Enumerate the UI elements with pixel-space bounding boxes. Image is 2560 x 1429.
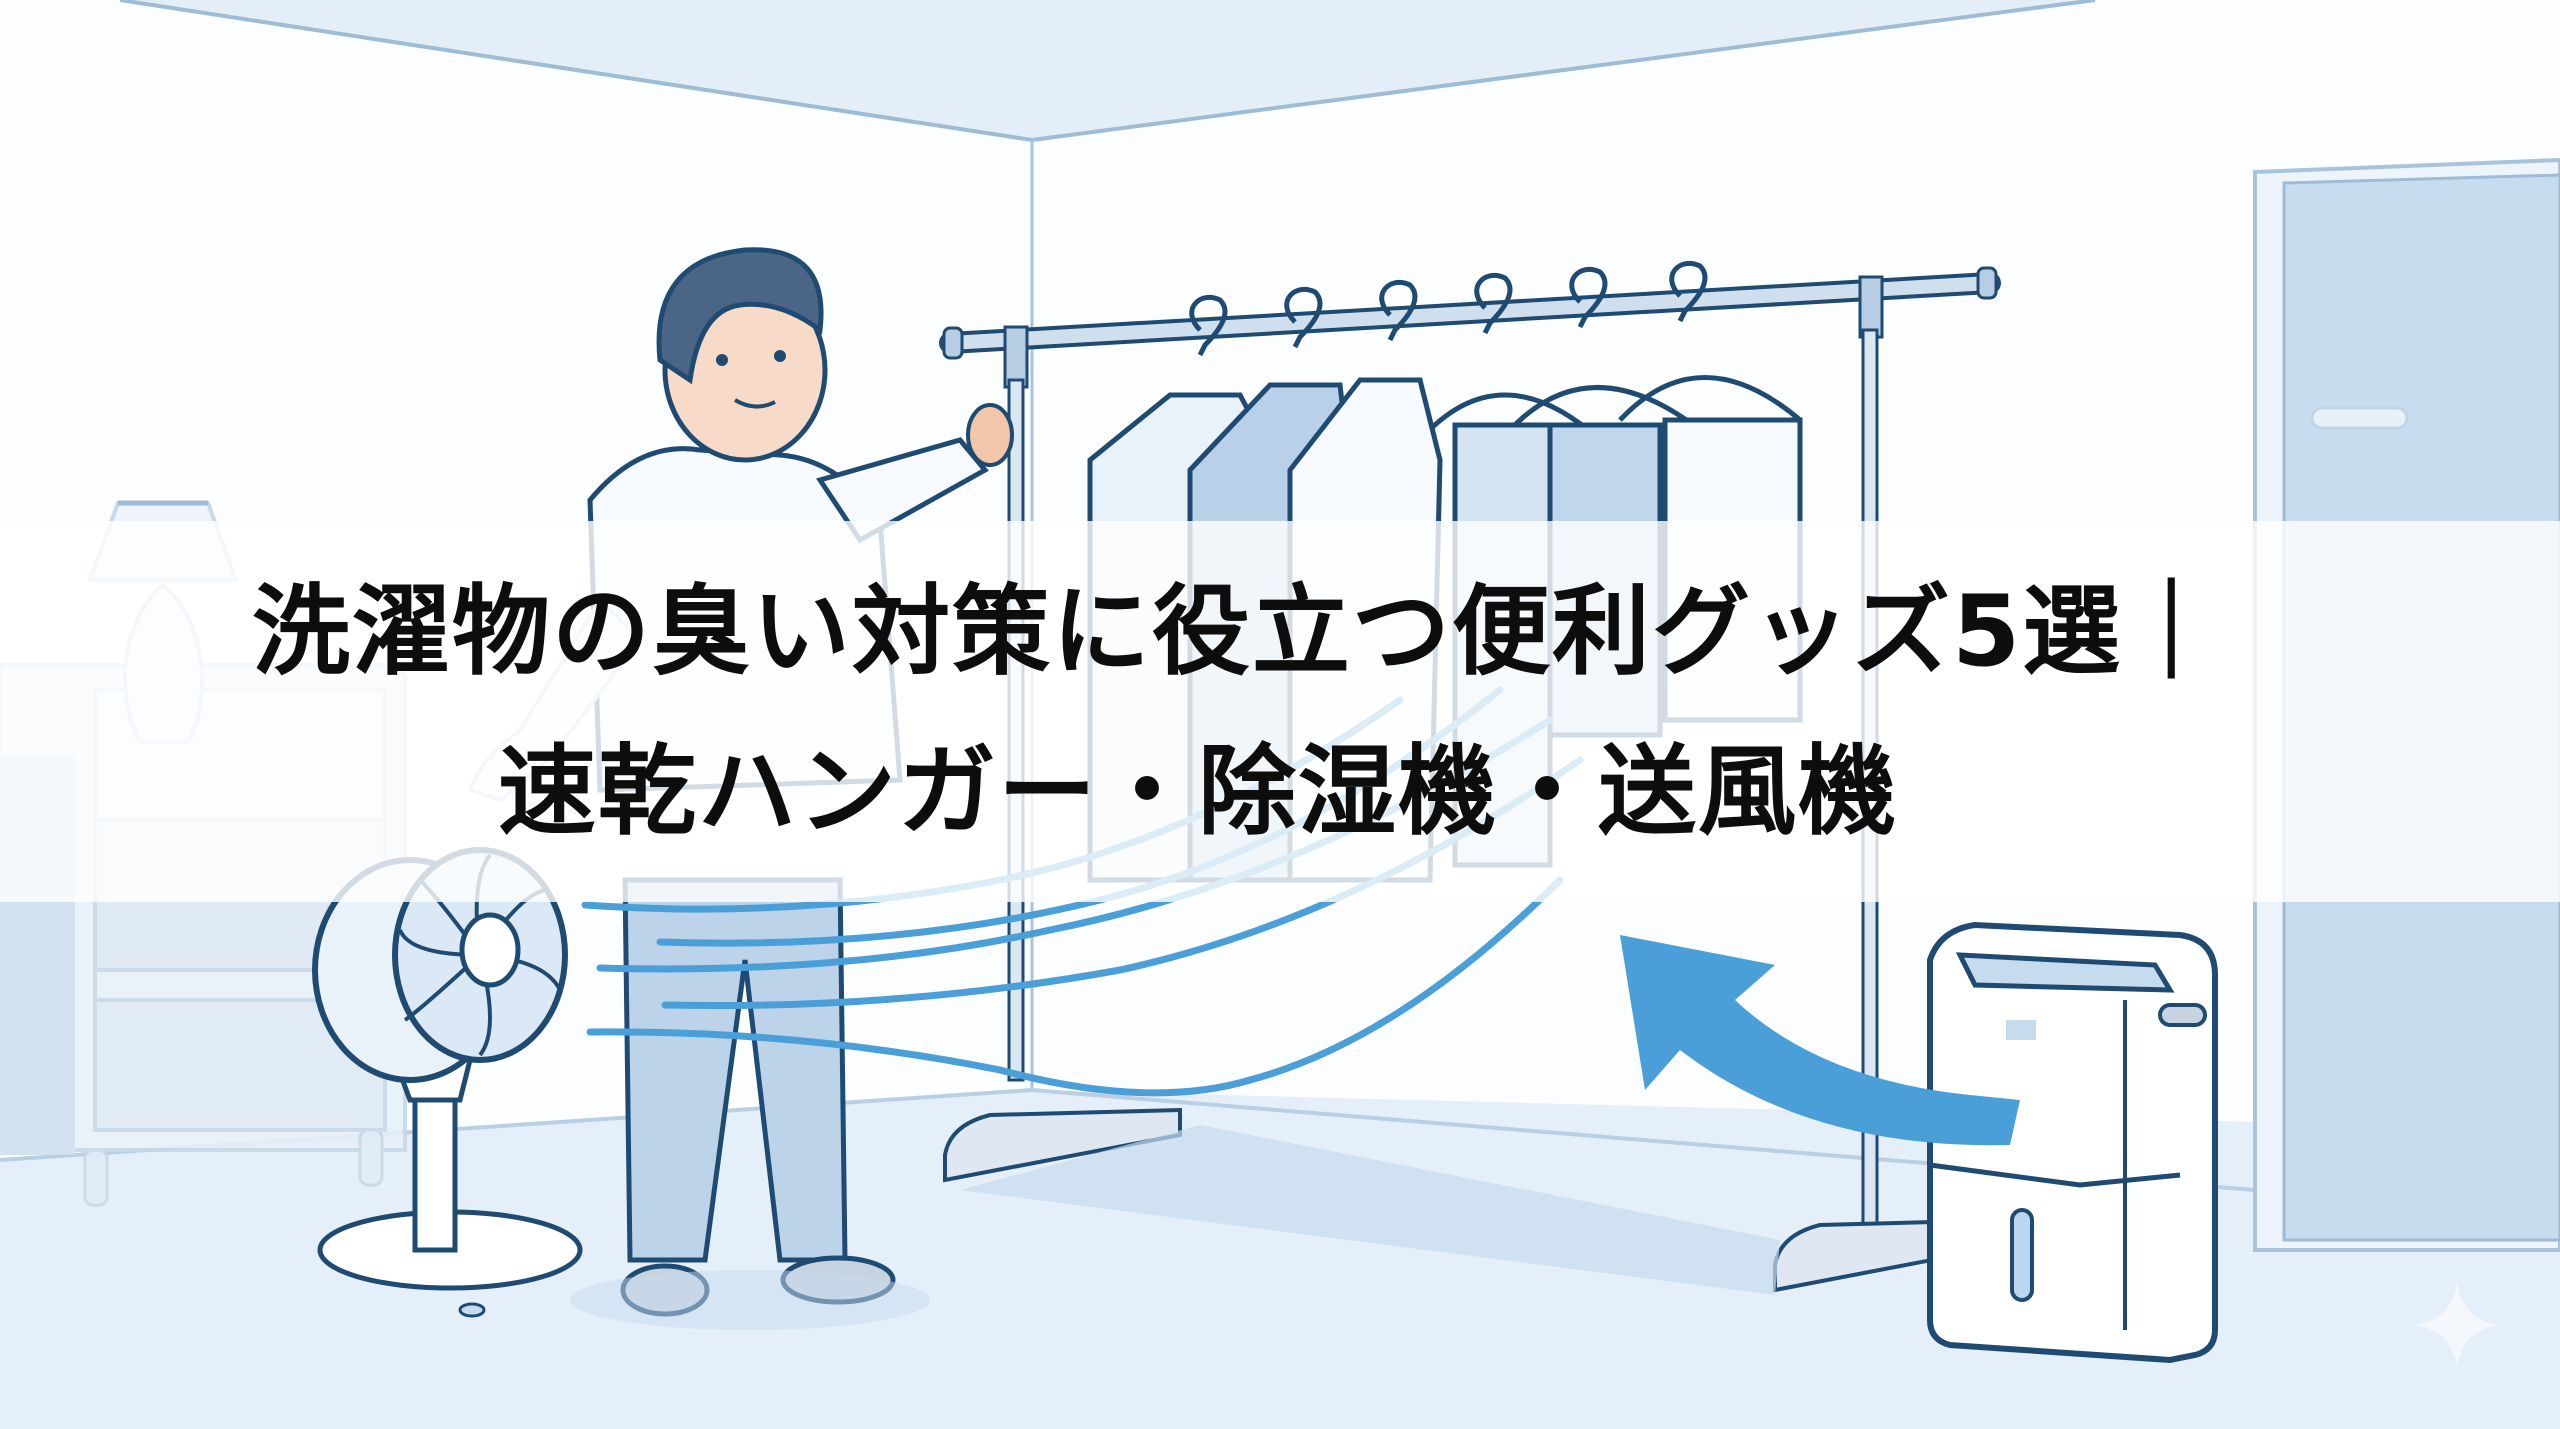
title-line-1: 洗濯物の臭い対策に役立つ便利グッズ5選｜	[252, 575, 2223, 689]
circulator-fan	[312, 847, 583, 1318]
title-line-2: 速乾ハンガー・除湿機・送風機	[498, 735, 1899, 849]
airflow-arrow-icon	[1620, 935, 2020, 1146]
sparkle-icon	[2414, 1282, 2500, 1368]
ceiling-plane	[120, 0, 2095, 140]
hangers	[1189, 260, 1802, 442]
title-banner	[0, 521, 2560, 902]
dehumidifier	[1927, 921, 2218, 1364]
title-block: 洗濯物の臭い対策に役立つ便利グッズ5選｜ 速乾ハンガー・除湿機・送風機	[0, 521, 2560, 902]
door-handle	[2310, 406, 2409, 430]
